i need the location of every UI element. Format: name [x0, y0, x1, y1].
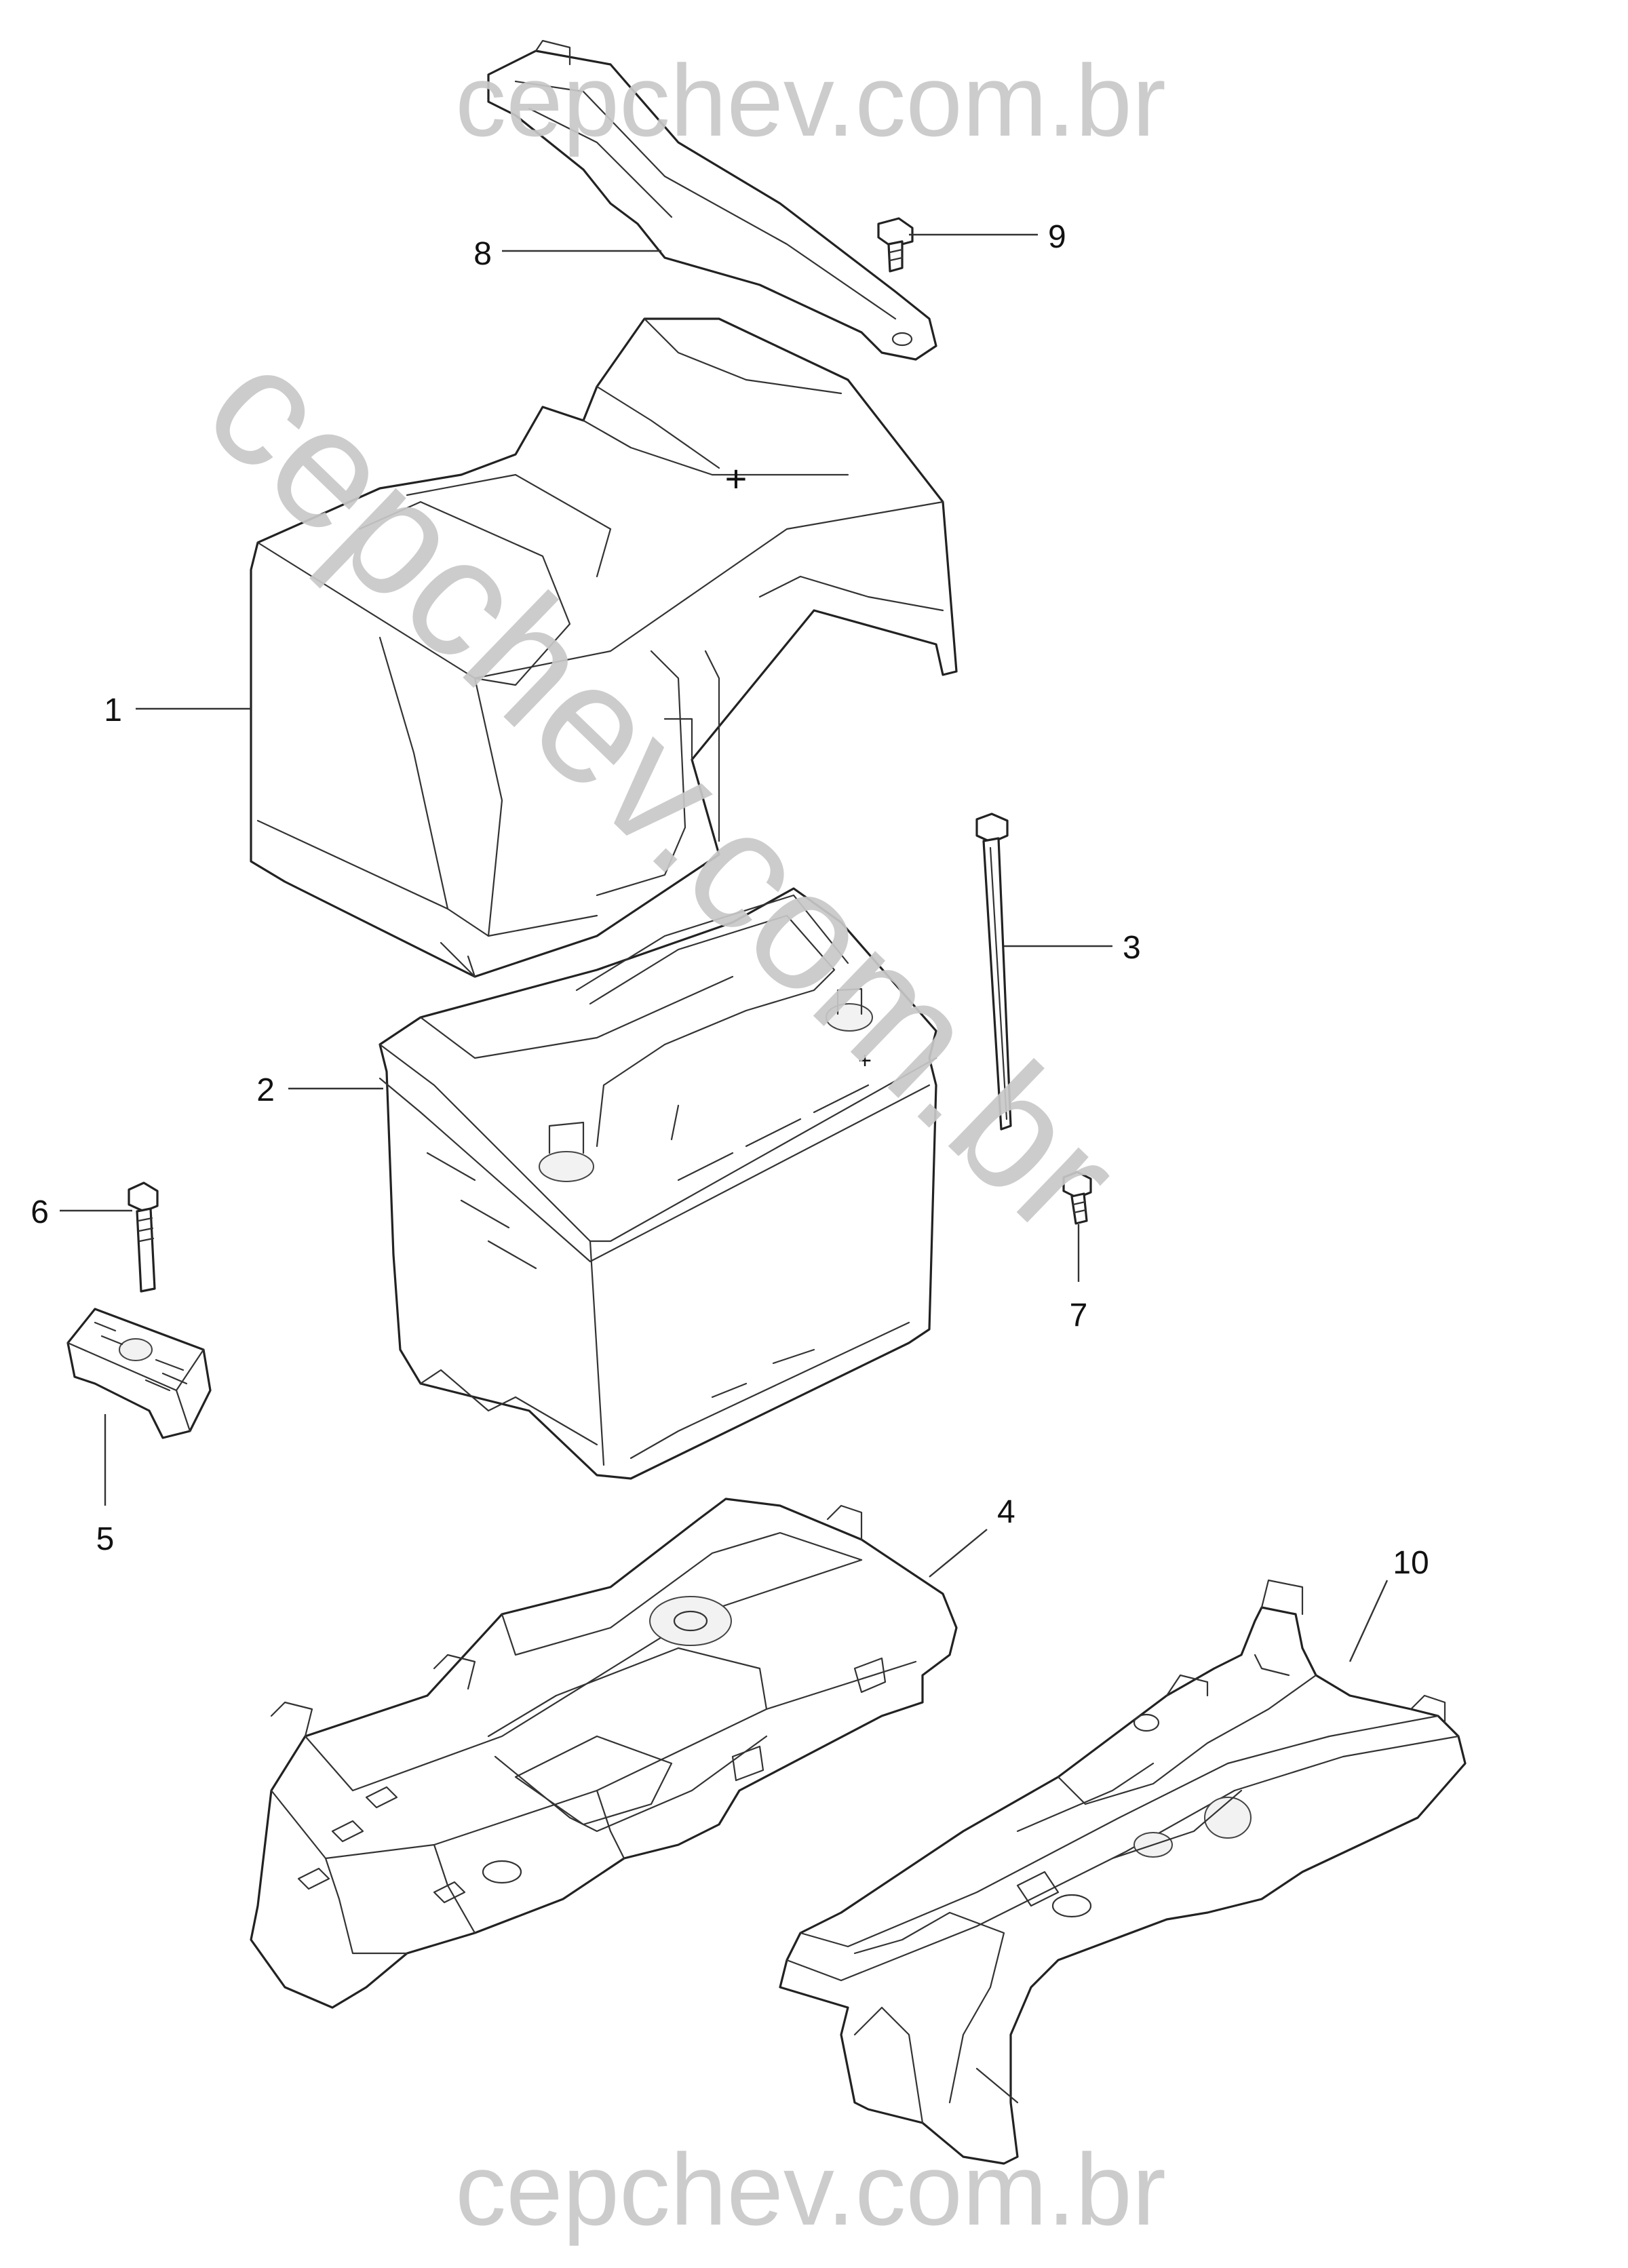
part-5-clamp-block [66, 1308, 212, 1439]
watermark-top: cepchev.com.br [455, 43, 1166, 157]
callout-4: 4 [997, 1494, 1015, 1530]
part-7-bolt [1062, 1171, 1092, 1225]
callout-10: 10 [1393, 1545, 1429, 1581]
part-10-tray-support-bracket [779, 1579, 1467, 2165]
leader-lines [60, 233, 1389, 1662]
part-3-long-bolt [975, 813, 1012, 1131]
part-4-battery-tray [250, 1498, 958, 2009]
part-2-battery [379, 887, 937, 1480]
watermark-bottom: cepchev.com.br [455, 2132, 1166, 2246]
battery-cover-plus-symbol: + [725, 457, 748, 500]
callout-8: 8 [473, 236, 492, 272]
leader-4 [929, 1529, 988, 1578]
callout-9: 9 [1048, 219, 1066, 255]
part-8-hold-down-bracket [487, 39, 937, 361]
callout-1: 1 [104, 692, 122, 728]
callout-7: 7 [1070, 1297, 1088, 1333]
callout-3: 3 [1123, 930, 1141, 966]
leader-10 [1349, 1580, 1389, 1662]
callout-numbers: 8 9 1 2 3 6 5 7 4 10 [31, 219, 1429, 1581]
battery-plus-symbol: + [858, 1048, 872, 1074]
callout-6: 6 [31, 1194, 49, 1230]
callout-2: 2 [256, 1072, 275, 1108]
part-1-battery-cover [250, 317, 958, 978]
callout-5: 5 [96, 1521, 115, 1557]
part-6-bolt [128, 1181, 159, 1293]
part-9-bolt [877, 217, 914, 273]
